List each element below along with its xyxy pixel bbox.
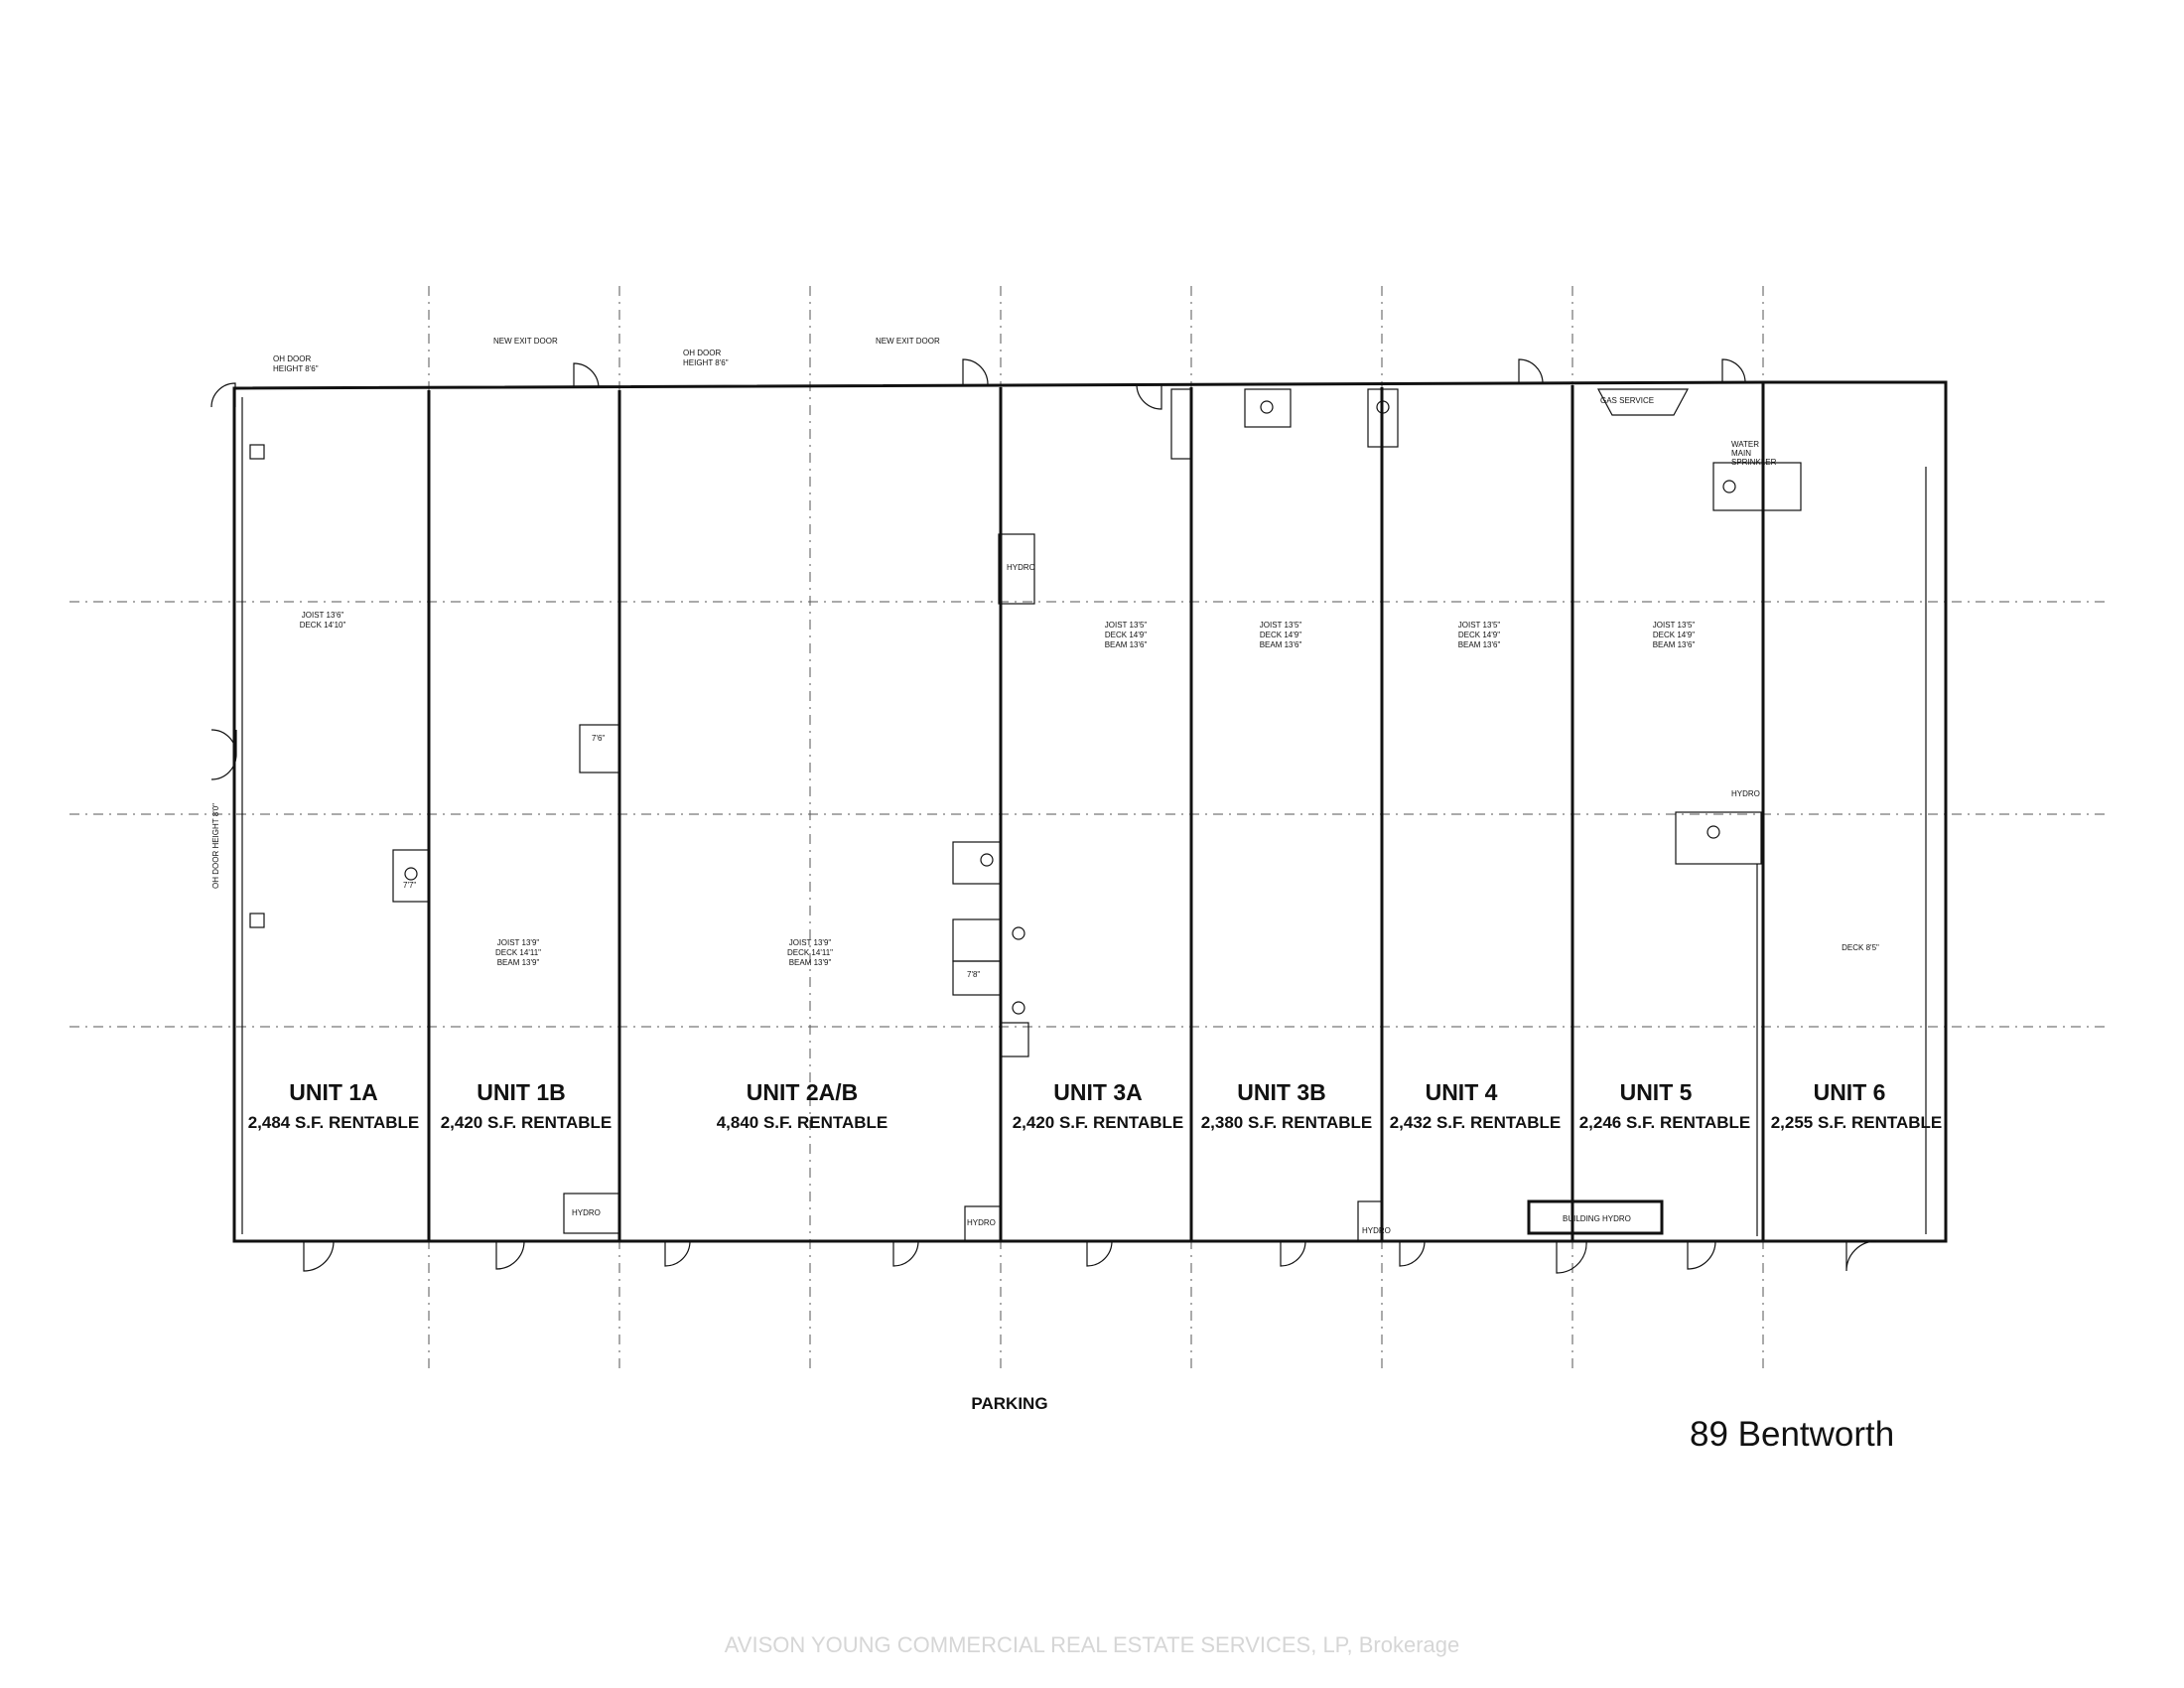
oh-door-note-1-line2: HEIGHT 8'6"	[273, 364, 319, 373]
unit-4-area: 2,432 S.F. RENTABLE	[1390, 1113, 1562, 1132]
oh-door-note-1-line1: OH DOOR	[273, 354, 311, 363]
address-label: 89 Bentworth	[1690, 1415, 1894, 1454]
unit-1a-spec-2: DECK 14'10"	[300, 621, 346, 630]
unit-3b-name: UNIT 3B	[1237, 1079, 1325, 1105]
rear-doors	[210, 358, 1746, 780]
unit-5-spec-3: BEAM 13'6"	[1653, 640, 1696, 649]
unit-1a-area: 2,484 S.F. RENTABLE	[248, 1113, 420, 1132]
hydro-note-6: HYDRO	[1731, 789, 1760, 798]
hydro-note-4: HYDRO	[1362, 1226, 1391, 1235]
unit-3a-area: 2,420 S.F. RENTABLE	[1013, 1113, 1184, 1132]
column-grid-horizontal	[69, 601, 2105, 1028]
unit-1a-spec-1: JOIST 13'6"	[302, 611, 344, 620]
unit-2ab-spec-2: DECK 14'11"	[787, 948, 833, 957]
building-hydro-note: BUILDING HYDRO	[1563, 1214, 1631, 1223]
unit-3b-spec-3: BEAM 13'6"	[1260, 640, 1302, 649]
unit-1b-name: UNIT 1B	[477, 1079, 565, 1105]
unit-5-area: 2,246 S.F. RENTABLE	[1579, 1113, 1751, 1132]
unit-5-name: UNIT 5	[1620, 1079, 1693, 1105]
room-dim-78: 7'8"	[967, 970, 980, 979]
unit-1b-spec-1: JOIST 13'9"	[497, 938, 540, 947]
unit-3a-spec-1: JOIST 13'5"	[1105, 621, 1148, 630]
unit-3b-spec-2: DECK 14'9"	[1260, 631, 1301, 639]
unit-5-spec-2: DECK 14'9"	[1653, 631, 1695, 639]
room-dim-77: 7'7"	[403, 881, 416, 890]
unit-1b-spec-3: BEAM 13'9"	[497, 958, 540, 967]
unit-specs: JOIST 13'6" DECK 14'10" JOIST 13'9" DECK…	[300, 611, 1879, 967]
unit-2ab-spec-1: JOIST 13'9"	[789, 938, 832, 947]
brokerage-watermark: AVISON YOUNG COMMERCIAL REAL ESTATE SERV…	[725, 1632, 1460, 1657]
room-dim-76: 7'6"	[592, 734, 605, 743]
column-grid-vertical	[428, 286, 1764, 1370]
unit-1b-spec-2: DECK 14'11"	[495, 948, 541, 957]
gas-service-note: GAS SERVICE	[1600, 396, 1654, 405]
oh-door-note-2-line1: OH DOOR	[683, 349, 721, 357]
new-exit-door-note-1: NEW EXIT DOOR	[493, 337, 558, 346]
water-main-note-2: MAIN	[1731, 449, 1751, 458]
unit-3a-name: UNIT 3A	[1053, 1079, 1142, 1105]
unit-5-spec-1: JOIST 13'5"	[1653, 621, 1696, 630]
unit-4-spec-2: DECK 14'9"	[1458, 631, 1500, 639]
unit-4-spec-3: BEAM 13'6"	[1458, 640, 1501, 649]
unit-3a-spec-3: BEAM 13'6"	[1105, 640, 1148, 649]
unit-labels: UNIT 1A 2,484 S.F. RENTABLE UNIT 1B 2,42…	[248, 1079, 1943, 1132]
new-exit-door-note-2: NEW EXIT DOOR	[876, 337, 940, 346]
unit-6-spec-1: DECK 8'5"	[1842, 943, 1879, 952]
unit-3b-area: 2,380 S.F. RENTABLE	[1201, 1113, 1373, 1132]
water-main-note-1: WATER	[1731, 440, 1759, 449]
unit-3a-spec-2: DECK 14'9"	[1105, 631, 1147, 639]
unit-2ab-name: UNIT 2A/B	[747, 1079, 858, 1105]
unit-4-name: UNIT 4	[1426, 1079, 1498, 1105]
unit-2ab-spec-3: BEAM 13'9"	[789, 958, 832, 967]
oh-door-side-note: OH DOOR HEIGHT 8'0"	[211, 803, 220, 889]
unit-2ab-area: 4,840 S.F. RENTABLE	[717, 1113, 888, 1132]
plan-notes: OH DOOR HEIGHT 8'6" OH DOOR HEIGHT 8'6" …	[211, 337, 1777, 1235]
washrooms	[249, 388, 1802, 1242]
hydro-note-2ab: HYDRO	[967, 1218, 996, 1227]
unit-1b-area: 2,420 S.F. RENTABLE	[441, 1113, 613, 1132]
hydro-note-3a: HYDRO	[1007, 563, 1035, 572]
unit-6-name: UNIT 6	[1814, 1079, 1886, 1105]
oh-door-note-2-line2: HEIGHT 8'6"	[683, 358, 729, 367]
building-outline	[232, 380, 1948, 1243]
unit-1a-name: UNIT 1A	[289, 1079, 377, 1105]
unit-3b-spec-1: JOIST 13'5"	[1260, 621, 1302, 630]
hydro-note-1b: HYDRO	[572, 1208, 601, 1217]
unit-6-area: 2,255 S.F. RENTABLE	[1771, 1113, 1943, 1132]
water-main-note-3: SPRINKLER	[1731, 458, 1777, 467]
unit-4-spec-1: JOIST 13'5"	[1458, 621, 1501, 630]
front-doors	[303, 1240, 1877, 1274]
parking-label: PARKING	[971, 1394, 1047, 1413]
